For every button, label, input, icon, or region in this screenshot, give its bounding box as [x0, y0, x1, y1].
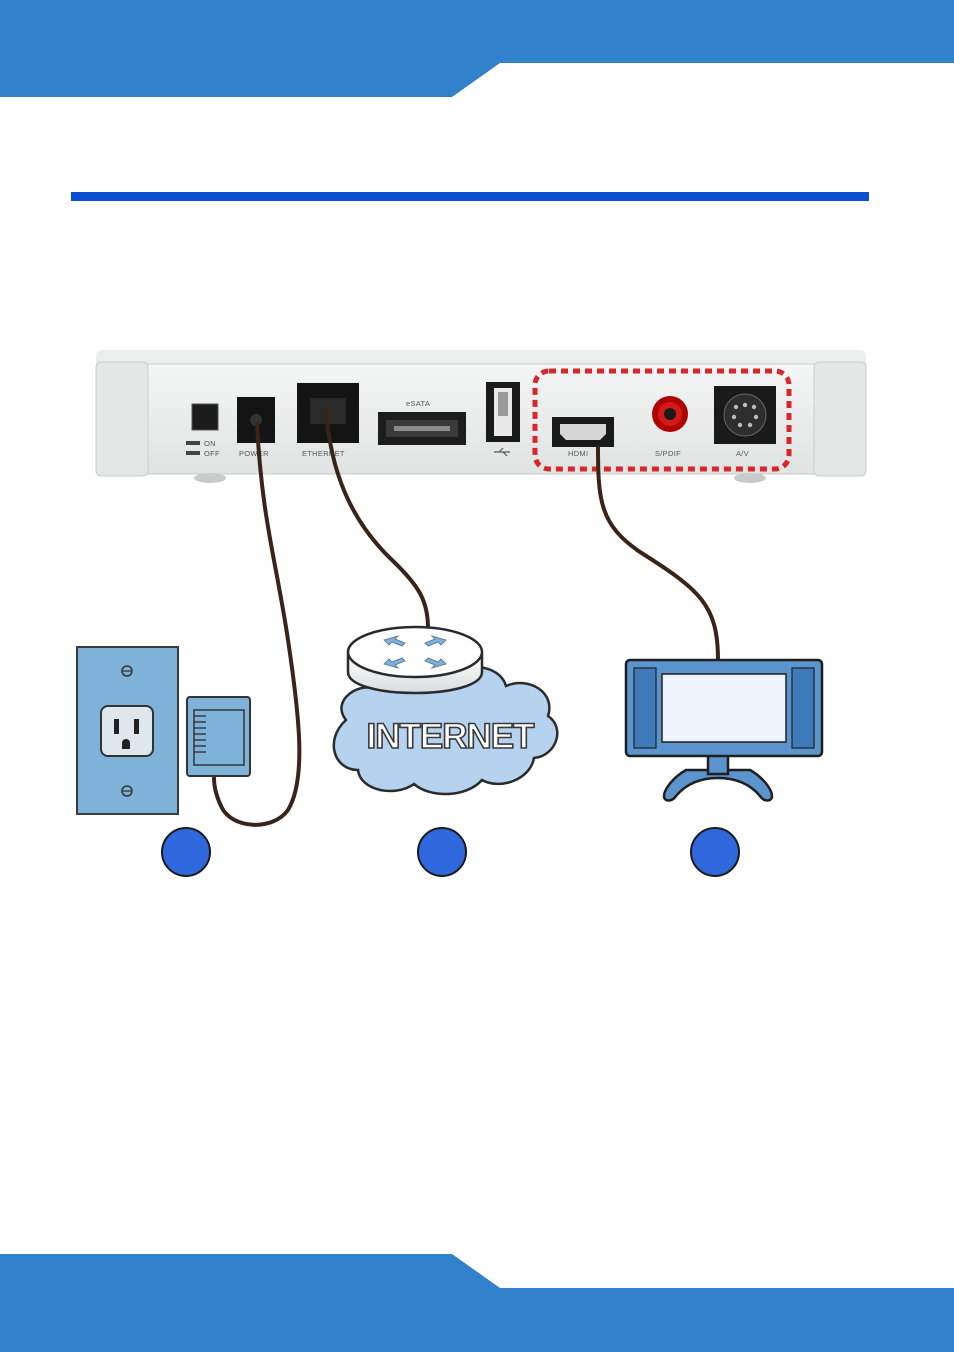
- power-switch: [192, 404, 218, 430]
- step-marker-3: [691, 828, 739, 876]
- on-label: ON: [204, 439, 216, 448]
- section-rule: [71, 192, 869, 201]
- hdmi-label: HDMI: [568, 449, 588, 458]
- off-label: OFF: [204, 449, 220, 458]
- power-adapter-icon: [187, 697, 250, 776]
- connection-diagram: ON OFF POWER ETHERNET eSATA HDMI: [0, 340, 954, 900]
- wall-outlet-icon: [77, 647, 178, 814]
- internet-label: INTERNET: [367, 717, 535, 756]
- ethernet-label: ETHERNET: [302, 449, 345, 458]
- esata-label: eSATA: [406, 399, 430, 408]
- spdif-label: S/PDIF: [655, 449, 681, 458]
- av-label: A/V: [736, 449, 749, 458]
- power-label: POWER: [239, 449, 269, 458]
- media-player-rear-panel: ON OFF POWER ETHERNET eSATA HDMI: [96, 350, 866, 483]
- step-marker-1: [162, 828, 210, 876]
- footer-band: [0, 1254, 954, 1352]
- router-icon: [348, 627, 482, 693]
- step-marker-2: [418, 828, 466, 876]
- header-band: [0, 0, 954, 97]
- television-icon: [626, 660, 822, 801]
